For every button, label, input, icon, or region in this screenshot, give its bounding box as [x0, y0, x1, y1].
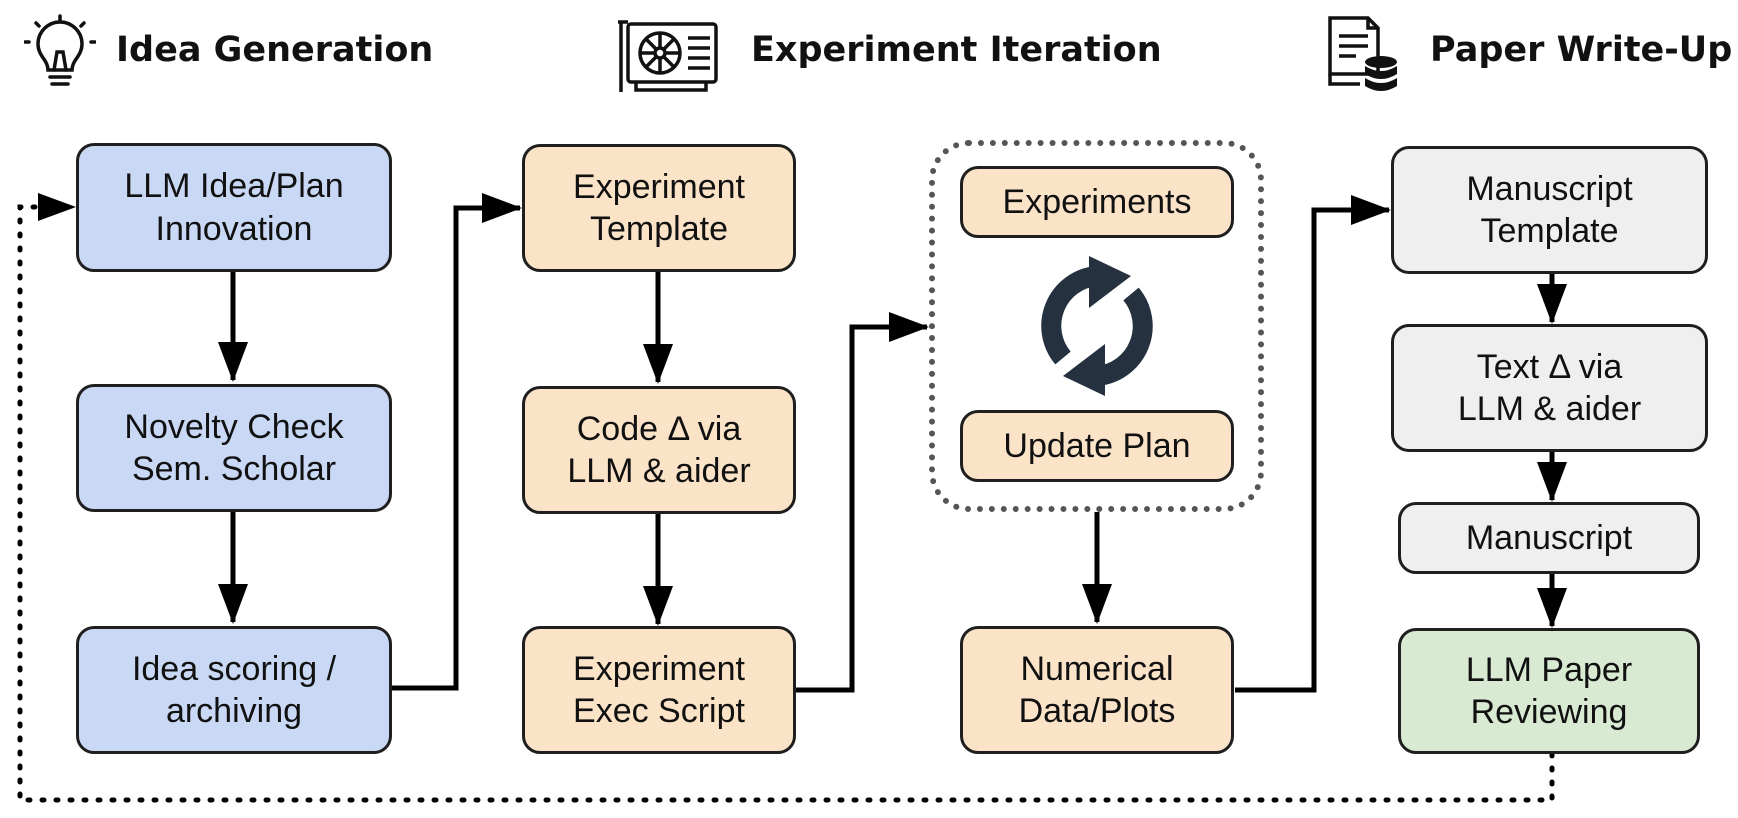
experiments-box: Experiments: [960, 166, 1234, 238]
manuscript-template-box: Manuscript Template: [1391, 146, 1708, 274]
refresh-cycle-icon: [1041, 256, 1153, 396]
document-database-icon: [1328, 16, 1397, 91]
stage-title-experiment: Experiment Iteration: [751, 30, 1162, 70]
exec-script-box: Experiment Exec Script: [522, 626, 796, 754]
lightbulb-icon: [24, 14, 96, 86]
text-delta-box: Text Δ via LLM & aider: [1391, 324, 1708, 452]
manuscript-box: Manuscript: [1398, 502, 1700, 574]
numerical-data-box: Numerical Data/Plots: [960, 626, 1234, 754]
experiment-template-box: Experiment Template: [522, 144, 796, 272]
iteration-loop: [929, 140, 1264, 512]
update-plan-box: Update Plan: [960, 410, 1234, 482]
stage-title-paper: Paper Write-Up: [1430, 30, 1733, 70]
gpu-card-icon: [618, 20, 718, 92]
llm-idea-box: LLM Idea/Plan Innovation: [76, 143, 392, 272]
idea-scoring-box: Idea scoring / archiving: [76, 626, 392, 754]
llm-review-box: LLM Paper Reviewing: [1398, 628, 1700, 754]
stage-title-idea: Idea Generation: [116, 30, 434, 70]
code-delta-box: Code Δ via LLM & aider: [522, 386, 796, 514]
novelty-check-box: Novelty Check Sem. Scholar: [76, 384, 392, 512]
